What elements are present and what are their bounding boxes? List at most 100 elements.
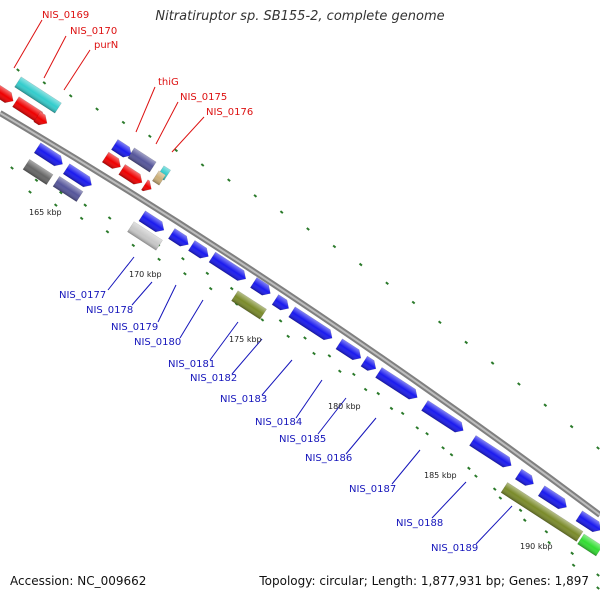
- feature-block[interactable]: [14, 76, 62, 114]
- gene-label[interactable]: NIS_0186: [305, 453, 352, 464]
- tick-mark: [543, 403, 548, 407]
- gene-label[interactable]: purN: [94, 40, 118, 51]
- label-connector-line: [135, 86, 156, 133]
- feature-block[interactable]: [231, 290, 267, 320]
- label-connector-line: [179, 299, 204, 339]
- gene-arrow[interactable]: [360, 355, 379, 374]
- gene-arrow[interactable]: [138, 210, 167, 235]
- tick-mark: [596, 573, 600, 577]
- gene-arrow[interactable]: [469, 435, 514, 470]
- label-connector-line: [107, 256, 135, 291]
- gene-label[interactable]: NIS_0170: [70, 26, 117, 37]
- tick-mark: [498, 496, 503, 500]
- tick-mark: [441, 446, 445, 450]
- gene-arrow[interactable]: [62, 163, 95, 190]
- tick-mark: [490, 361, 495, 365]
- scale-labels: 165 kbp 170 kbp 175 kbp 180 kbp 185 kbp …: [29, 208, 553, 551]
- gene-label[interactable]: NIS_0187: [349, 484, 396, 495]
- tick-mark: [34, 178, 39, 183]
- gene-arrow[interactable]: [167, 228, 191, 250]
- tick-mark: [306, 227, 310, 231]
- label-connector-line: [261, 359, 293, 396]
- feature-block[interactable]: [500, 482, 584, 542]
- feature-blocks: [0, 76, 600, 557]
- gene-arrow[interactable]: [208, 251, 249, 284]
- label-connector-line: [131, 281, 153, 306]
- tick-mark: [385, 281, 389, 286]
- tick-mark: [105, 229, 110, 234]
- tick-mark: [53, 203, 58, 207]
- tick-mark: [58, 190, 63, 195]
- feature-block[interactable]: [152, 170, 166, 186]
- tick-mark: [279, 210, 284, 214]
- gene-arrow[interactable]: [187, 240, 211, 262]
- gene-arrow[interactable]: [118, 164, 146, 187]
- label-connector-line: [231, 338, 263, 375]
- tick-mark: [351, 372, 356, 377]
- gene-label[interactable]: NIS_0178: [86, 305, 133, 316]
- gene-arrow[interactable]: [514, 468, 537, 489]
- label-connectors: [13, 19, 513, 545]
- reverse-gene-labels: NIS_0177 NIS_0178 NIS_0179 NIS_0180 NIS_…: [59, 290, 478, 554]
- tick-mark: [68, 94, 73, 98]
- tick-marks: [10, 68, 600, 590]
- gene-label[interactable]: NIS_0179: [111, 322, 158, 333]
- gene-label[interactable]: NIS_0182: [190, 373, 237, 384]
- tick-mark: [415, 426, 420, 430]
- gene-arrow[interactable]: [249, 277, 273, 299]
- label-connector-line: [155, 101, 179, 145]
- tick-mark: [229, 286, 234, 291]
- gene-label[interactable]: NIS_0180: [134, 337, 181, 348]
- gene-arrow[interactable]: [335, 338, 364, 363]
- feature-block[interactable]: [127, 221, 163, 251]
- tick-mark: [474, 474, 478, 478]
- feature-block[interactable]: [22, 158, 54, 186]
- gene-label[interactable]: NIS_0176: [206, 107, 253, 118]
- tick-mark: [278, 319, 283, 323]
- gene-arrow[interactable]: [575, 510, 600, 535]
- label-connector-line: [43, 35, 67, 79]
- label-connector-line: [345, 417, 377, 455]
- gene-arrow[interactable]: [33, 111, 51, 129]
- label-connector-line: [13, 19, 43, 69]
- scale-label: 165 kbp: [29, 208, 62, 217]
- tick-mark: [376, 391, 381, 396]
- tick-mark: [95, 107, 99, 111]
- gene-label[interactable]: NIS_0185: [279, 434, 326, 445]
- gene-label[interactable]: NIS_0177: [59, 290, 106, 301]
- gene-arrow[interactable]: [375, 367, 420, 402]
- gene-arrow[interactable]: [141, 179, 154, 194]
- label-connector-line: [209, 321, 239, 361]
- tick-mark: [547, 540, 552, 545]
- gene-label[interactable]: NIS_0169: [42, 10, 89, 21]
- tick-mark: [337, 369, 342, 373]
- tick-mark: [253, 194, 258, 198]
- scale-label: 170 kbp: [129, 270, 162, 279]
- gene-arrow[interactable]: [33, 142, 66, 169]
- scale-label: 190 kbp: [520, 542, 553, 551]
- gene-label[interactable]: NIS_0175: [180, 92, 227, 103]
- gene-label[interactable]: NIS_0181: [168, 359, 215, 370]
- gene-arrow[interactable]: [271, 294, 292, 314]
- gene-arrow[interactable]: [110, 139, 134, 161]
- gene-arrow[interactable]: [0, 83, 16, 106]
- tick-mark: [569, 424, 574, 429]
- gene-arrow[interactable]: [421, 400, 466, 435]
- gene-label[interactable]: NIS_0183: [220, 394, 267, 405]
- gene-arrow[interactable]: [537, 485, 570, 512]
- feature-block[interactable]: [127, 147, 157, 173]
- gene-label[interactable]: NIS_0189: [431, 543, 478, 554]
- gene-arrow[interactable]: [288, 306, 336, 343]
- tick-mark: [79, 216, 84, 221]
- feature-block[interactable]: [577, 533, 600, 557]
- gene-arrow[interactable]: [101, 151, 124, 172]
- gene-label[interactable]: NIS_0188: [396, 518, 443, 529]
- genome-backbone: [0, 110, 600, 518]
- tick-mark: [42, 81, 47, 85]
- accession-text: Accession: NC_009662: [10, 574, 147, 588]
- feature-block[interactable]: [52, 175, 84, 203]
- tick-mark: [544, 529, 549, 534]
- gene-label[interactable]: NIS_0184: [255, 417, 302, 428]
- tick-mark: [200, 163, 205, 167]
- gene-label[interactable]: thiG: [158, 77, 179, 88]
